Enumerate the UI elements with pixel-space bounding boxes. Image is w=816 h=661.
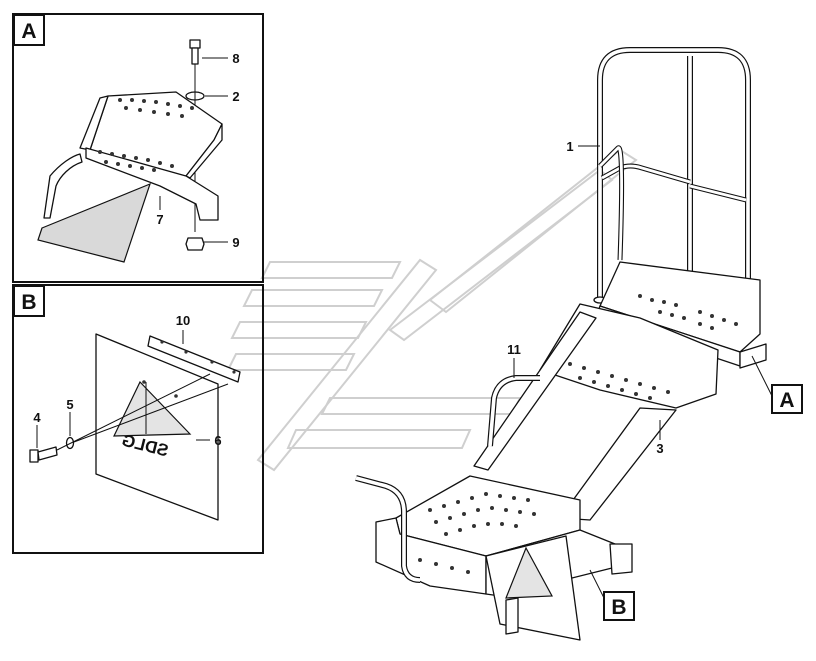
panel-a-label: A bbox=[21, 20, 36, 43]
callout-4: 4 bbox=[33, 410, 41, 425]
callout-2: 2 bbox=[232, 89, 239, 104]
clamp-strip-part bbox=[147, 335, 241, 383]
callout-6: 6 bbox=[214, 433, 221, 448]
assembly-mudflap bbox=[485, 535, 581, 641]
callout-3: 3 bbox=[656, 441, 663, 456]
main-ladder-assembly: 1 11 3 A B bbox=[355, 47, 803, 641]
step-bracket-part bbox=[37, 91, 223, 263]
callout-9: 9 bbox=[232, 235, 239, 250]
view-ref-a: A bbox=[779, 389, 794, 412]
bolt-part bbox=[189, 39, 201, 65]
callout-5: 5 bbox=[66, 397, 73, 412]
detail-panel-a: A bbox=[12, 13, 264, 283]
handrail-part bbox=[593, 47, 755, 332]
bracket-perforations bbox=[98, 98, 194, 172]
grab-handle-part bbox=[488, 376, 540, 447]
nut-part bbox=[185, 237, 205, 251]
bolt-part bbox=[29, 446, 58, 463]
view-ref-b: B bbox=[611, 596, 626, 619]
mudflap-part: SDLG bbox=[95, 333, 219, 521]
side-rail-part bbox=[559, 407, 677, 521]
panel-b-label: B bbox=[21, 291, 36, 314]
lower-step-perforations bbox=[418, 492, 536, 574]
background-watermark bbox=[226, 148, 638, 472]
detail-panel-b: B SDLG 10 4 5 6 bbox=[12, 284, 264, 554]
top-platform-perforations bbox=[568, 294, 738, 400]
callout-8: 8 bbox=[232, 51, 239, 66]
callout-11: 11 bbox=[507, 342, 521, 357]
callout-1: 1 bbox=[566, 139, 573, 154]
callout-10: 10 bbox=[176, 313, 190, 328]
callout-7: 7 bbox=[156, 212, 163, 227]
